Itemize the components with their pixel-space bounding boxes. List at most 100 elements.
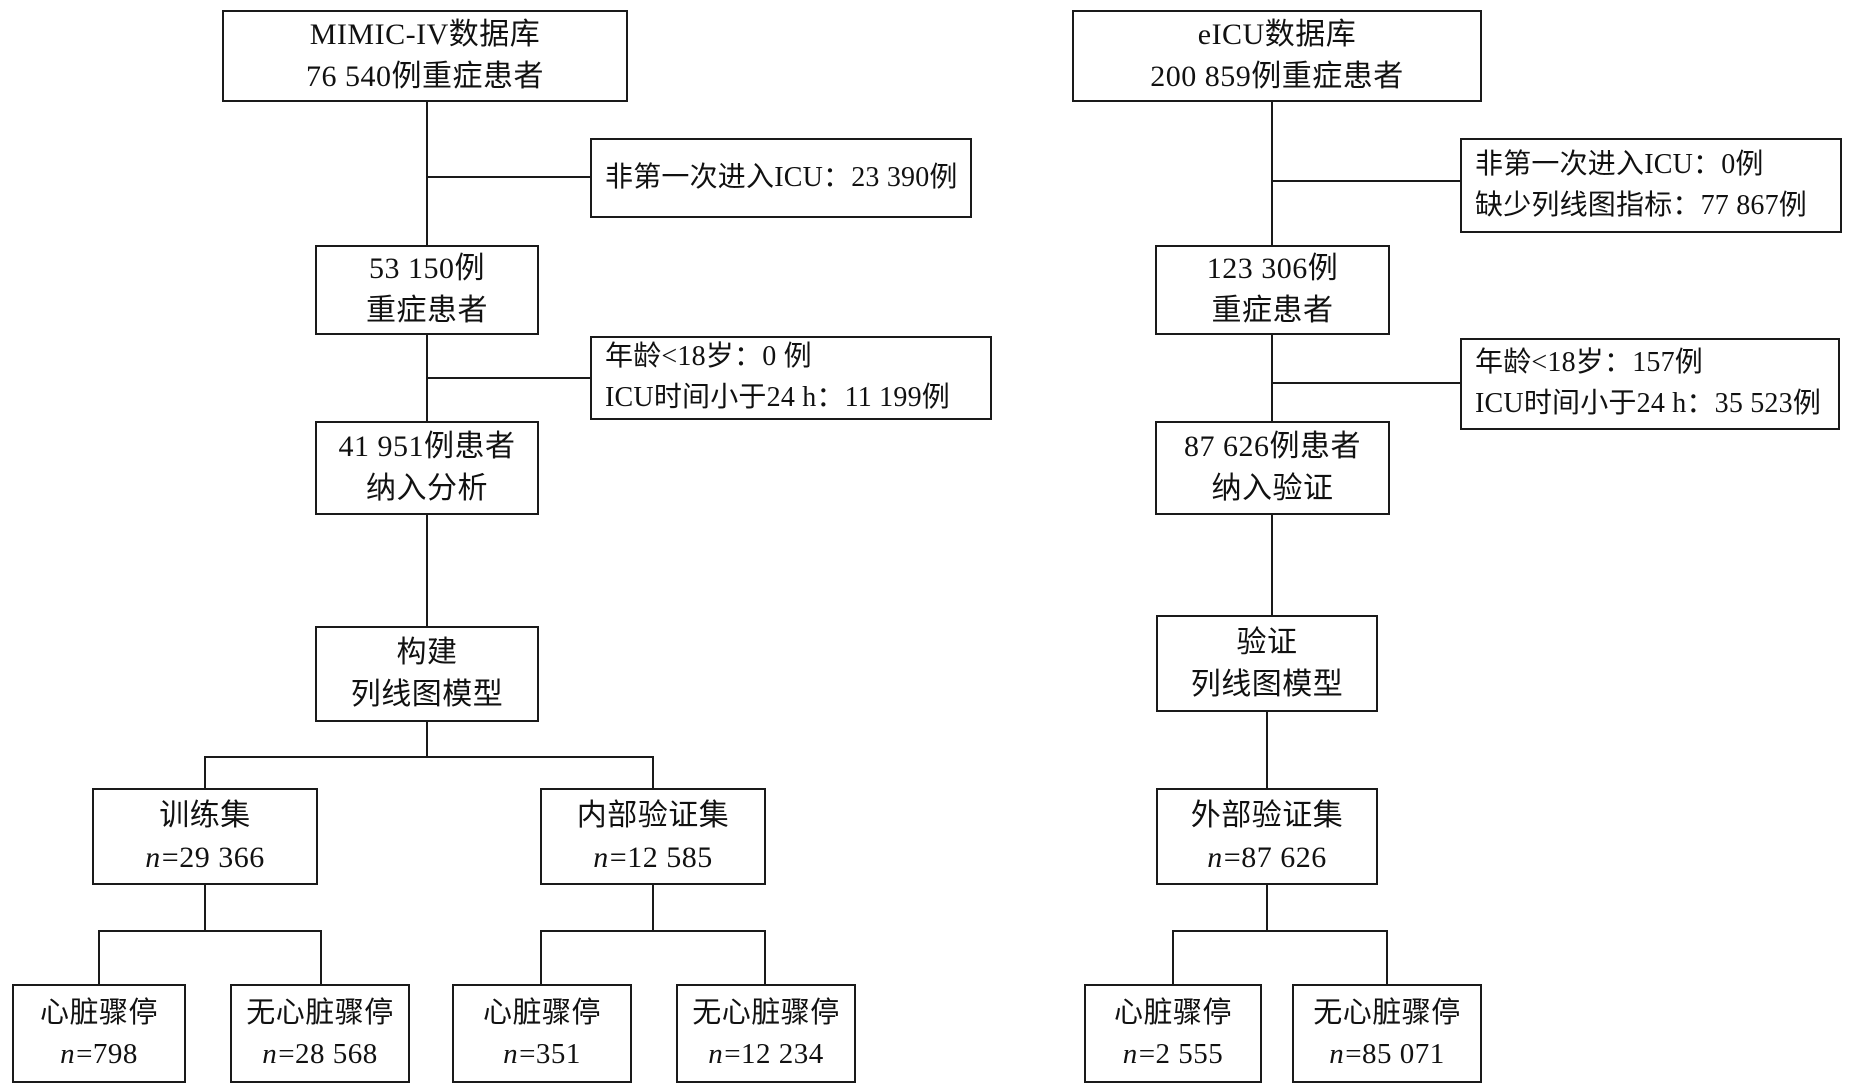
box-text-line: 53 150例 — [369, 252, 485, 285]
mimic-source-box: MIMIC-IV数据库 76 540例重症患者 — [222, 10, 628, 102]
box-text-line: 列线图模型 — [1190, 667, 1344, 701]
box-text-line: 无心脏骤停 — [692, 996, 840, 1029]
box-text-line: 心脏骤停 — [1113, 996, 1232, 1029]
n-symbol: n — [593, 840, 609, 874]
n-value: =12 585 — [609, 840, 713, 874]
n-value: =351 — [519, 1037, 581, 1070]
eicu-source-box: eICU数据库 200 859例重症患者 — [1072, 10, 1482, 102]
mimic-step2-box: 53 150例 重症患者 — [315, 245, 539, 335]
n-symbol: n — [1329, 1037, 1345, 1070]
connector-line — [652, 756, 654, 788]
external-cardiac-arrest-box: 心脏骤停 n=2 555 — [1084, 984, 1262, 1083]
eicu-step3-box: 87 626例患者 纳入验证 — [1155, 421, 1390, 515]
n-symbol: n — [1207, 840, 1223, 874]
box-text-line: 无心脏骤停 — [246, 996, 394, 1029]
connector-line — [204, 885, 206, 932]
n-value: =28 568 — [278, 1037, 378, 1070]
box-text-line: 非第一次进入ICU：23 390例 — [605, 161, 958, 193]
box-n-line: n=2 555 — [1123, 1034, 1224, 1075]
n-symbol: n — [1122, 1037, 1138, 1070]
connector-line — [1266, 885, 1268, 932]
eicu-step2-box: 123 306例 重症患者 — [1155, 245, 1390, 335]
connector-line — [540, 930, 766, 932]
connector-line — [1271, 102, 1273, 245]
box-text-line: MIMIC-IV数据库 — [309, 18, 541, 51]
box-text-line: 41 951例患者 — [338, 430, 516, 463]
internal-validation-set-box: 内部验证集 n=12 585 — [540, 788, 766, 885]
box-text-line: 列线图模型 — [350, 678, 504, 711]
box-text-line: 重症患者 — [366, 294, 488, 327]
connector-line — [427, 176, 590, 178]
internal-cardiac-arrest-box: 心脏骤停 n=351 — [452, 984, 632, 1083]
box-n-line: n=29 366 — [145, 837, 264, 879]
connector-line — [1172, 930, 1388, 932]
external-no-cardiac-arrest-box: 无心脏骤停 n=85 071 — [1292, 984, 1482, 1083]
eicu-exclusion1-box: 非第一次进入ICU：0例 缺少列线图指标：77 867例 — [1460, 138, 1842, 233]
n-value: =2 555 — [1138, 1037, 1224, 1070]
connector-line — [1386, 930, 1388, 984]
connector-line — [1271, 515, 1273, 615]
connector-line — [426, 722, 428, 758]
connector-line — [540, 930, 542, 984]
connector-line — [204, 756, 206, 788]
box-text-line: 心脏骤停 — [482, 996, 601, 1029]
n-symbol: n — [145, 840, 161, 874]
n-symbol: n — [262, 1037, 278, 1070]
connector-line — [204, 756, 654, 758]
connector-line — [1272, 382, 1460, 384]
box-text-line: 心脏骤停 — [39, 996, 158, 1029]
external-validation-set-box: 外部验证集 n=87 626 — [1156, 788, 1378, 885]
connector-line — [426, 102, 428, 245]
box-n-line: n=12 585 — [593, 837, 712, 879]
connector-line — [1266, 712, 1268, 788]
n-value: =12 234 — [724, 1037, 824, 1070]
n-symbol: n — [708, 1037, 724, 1070]
internal-no-cardiac-arrest-box: 无心脏骤停 n=12 234 — [676, 984, 856, 1083]
box-text-line: eICU数据库 — [1197, 18, 1357, 51]
box-n-line: n=85 071 — [1329, 1034, 1445, 1075]
training-set-box: 训练集 n=29 366 — [92, 788, 318, 885]
validate-nomogram-box: 验证 列线图模型 — [1156, 615, 1378, 712]
mimic-exclusion2-box: 年龄<18岁：0 例 ICU时间小于24 h：11 199例 — [590, 336, 992, 420]
box-text-line: 123 306例 — [1206, 252, 1339, 285]
box-text-line: 训练集 — [159, 798, 251, 832]
train-no-cardiac-arrest-box: 无心脏骤停 n=28 568 — [230, 984, 410, 1083]
box-text-line: ICU时间小于24 h：35 523例 — [1475, 388, 1822, 419]
build-nomogram-box: 构建 列线图模型 — [315, 626, 539, 722]
box-text-line: 76 540例重症患者 — [306, 60, 544, 93]
connector-line — [1271, 335, 1273, 421]
box-n-line: n=351 — [503, 1034, 581, 1075]
box-n-line: n=12 234 — [708, 1034, 824, 1075]
mimic-exclusion1-box: 非第一次进入ICU：23 390例 — [590, 138, 972, 218]
box-text-line: 非第一次进入ICU：0例 — [1475, 148, 1764, 180]
n-value: =29 366 — [161, 840, 265, 874]
connector-line — [1172, 930, 1174, 984]
n-symbol: n — [503, 1037, 519, 1070]
n-symbol: n — [60, 1037, 76, 1070]
box-text-line: 纳入验证 — [1211, 472, 1334, 505]
box-text-line: 200 859例重症患者 — [1150, 60, 1404, 93]
box-text-line: 重症患者 — [1211, 294, 1334, 327]
n-value: =85 071 — [1345, 1037, 1445, 1070]
box-text-line: ICU时间小于24 h：11 199例 — [605, 382, 950, 413]
connector-line — [1272, 180, 1460, 182]
connector-line — [426, 515, 428, 626]
box-text-line: 缺少列线图指标：77 867例 — [1475, 189, 1808, 221]
box-text-line: 年龄<18岁：0 例 — [605, 341, 812, 373]
box-text-line: 外部验证集 — [1190, 798, 1344, 832]
box-n-line: n=28 568 — [262, 1034, 378, 1075]
connector-line — [98, 930, 100, 984]
eicu-exclusion2-box: 年龄<18岁：157例 ICU时间小于24 h：35 523例 — [1460, 338, 1840, 430]
box-text-line: 构建 — [396, 636, 458, 669]
box-text-line: 验证 — [1236, 625, 1298, 659]
connector-line — [98, 930, 322, 932]
n-value: =87 626 — [1223, 840, 1327, 874]
connector-line — [764, 930, 766, 984]
box-text-line: 年龄<18岁：157例 — [1475, 347, 1703, 379]
connector-line — [320, 930, 322, 984]
connector-line — [652, 885, 654, 932]
n-value: =798 — [76, 1037, 138, 1070]
mimic-step3-box: 41 951例患者 纳入分析 — [315, 421, 539, 515]
box-text-line: 纳入分析 — [366, 472, 488, 505]
